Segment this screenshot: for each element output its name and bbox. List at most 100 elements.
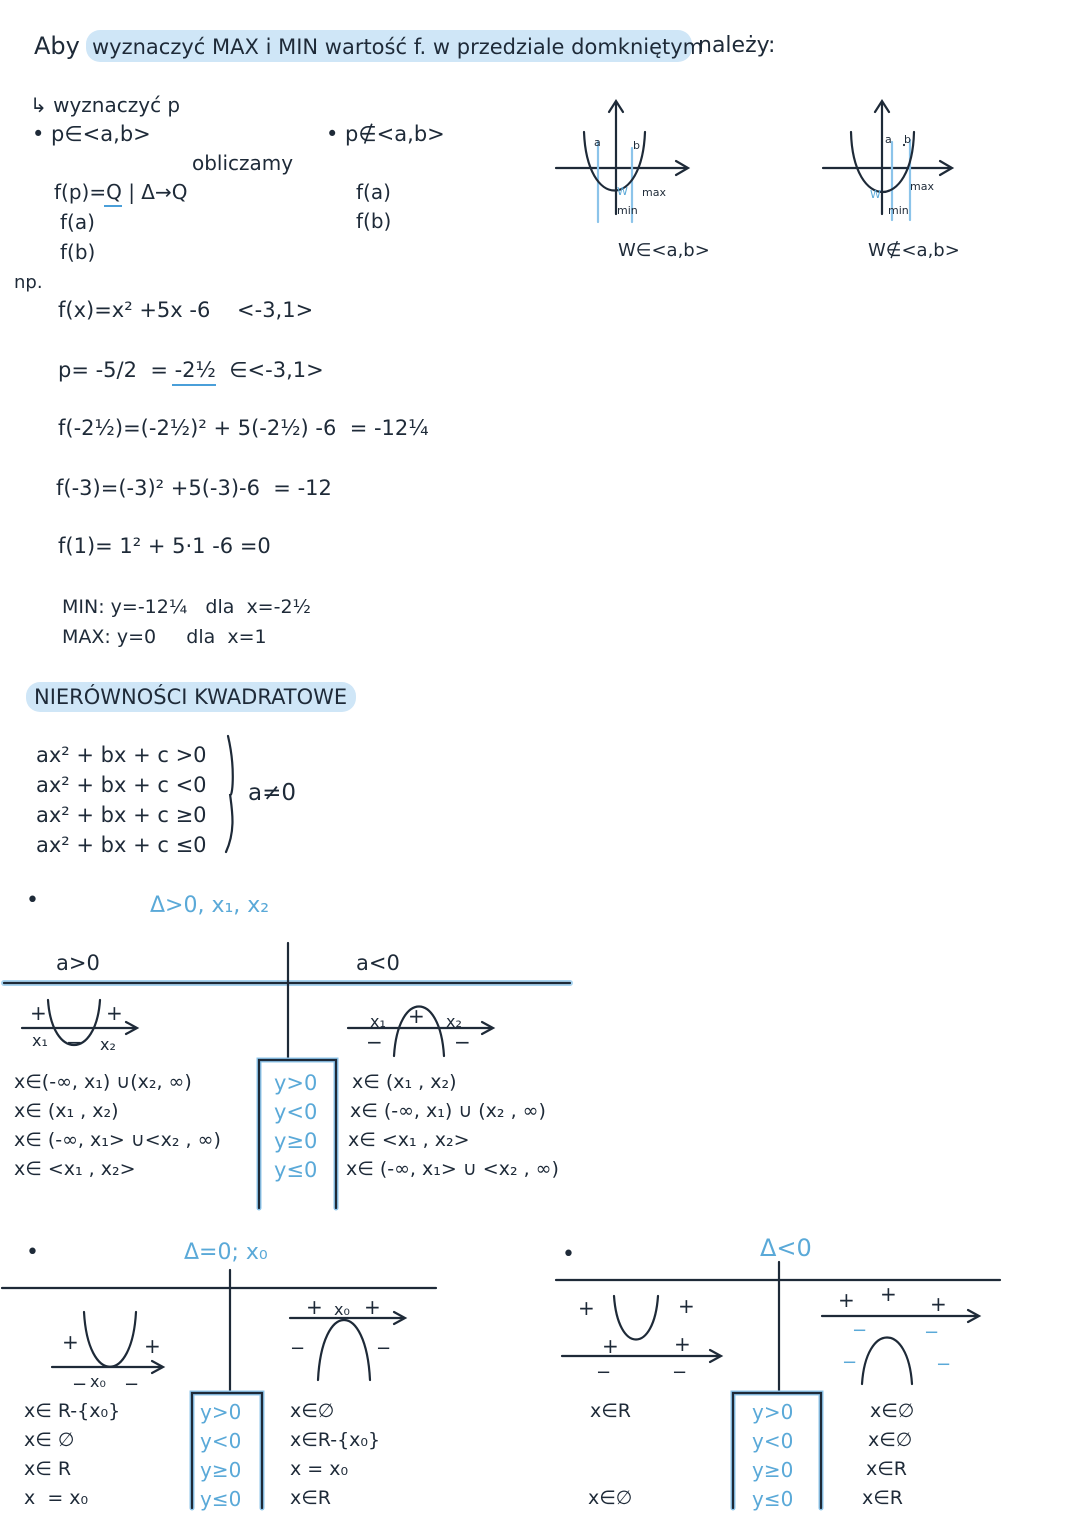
step-label: ↳ wyznaczyć p (30, 93, 181, 117)
g2-min-label: min (888, 204, 909, 217)
c1-g1-plus-right: + (106, 1001, 123, 1025)
ineq-lt: ax² + bx + c <0 (36, 773, 207, 797)
c1-right-0: x∈ (x₁ , x₂) (352, 1071, 457, 1093)
c3-g1-plus-b: + (678, 1294, 695, 1318)
c1-g2-minus-right: − (454, 1030, 471, 1054)
c1-right-2: x∈ <x₁ , x₂> (348, 1129, 470, 1151)
case3-title: Δ<0 (760, 1234, 812, 1262)
c3-g1-plus-d: + (674, 1332, 691, 1356)
title-highlight (86, 30, 692, 62)
g1-max-label: max (642, 186, 666, 199)
c3-g2-minus-a: − (852, 1320, 868, 1341)
g2-a-label: a (885, 133, 892, 146)
case2-title: Δ=0; x₀ (184, 1240, 268, 1265)
c2-g2-plus-left: + (306, 1295, 323, 1319)
f-b-line: f(b) (60, 240, 96, 264)
c2-left-0: x∈ R-{x₀} (24, 1400, 121, 1422)
c3-g1-plus-a: + (578, 1296, 595, 1320)
c3-right-2: x∈R (866, 1458, 907, 1480)
case1-title: Δ>0, x₁, x₂ (150, 893, 270, 918)
c1-mid-1: y<0 (274, 1100, 318, 1124)
q-underline (104, 205, 122, 207)
c1-left-3: x∈ <x₁ , x₂> (14, 1158, 136, 1180)
header-highlighted-phrase: wyznaczyć MAX i MIN wartość f. w przedzi… (92, 35, 704, 59)
c3-g2-minus-c: − (842, 1352, 858, 1373)
c2-left-2: x∈ R (24, 1458, 72, 1480)
example-f-p: f(-2½)=(-2½)² + 5(-2½) -6 = -12¼ (58, 416, 429, 440)
c2-left-1: x∈ ∅ (24, 1429, 75, 1451)
example-label: np. (14, 272, 43, 293)
c2-g2-plus-right: + (364, 1295, 381, 1319)
c2-left-3: x = x₀ (24, 1487, 89, 1509)
g2-max-label: max (910, 180, 934, 193)
c2-mid-0: y>0 (200, 1400, 242, 1424)
example-function: f(x)=x² +5x -6 <-3,1> (58, 298, 314, 322)
c3-g1-minus-a: − (596, 1362, 612, 1383)
case-p-in: • p∈<a,b> (32, 122, 151, 146)
c3-mid-1: y<0 (752, 1429, 794, 1453)
c1-left-0: x∈(-∞, x₁) ∪(x₂, ∞) (14, 1071, 192, 1093)
ineq-condition: a≠0 (248, 780, 296, 806)
c1-mid-3: y≤0 (274, 1158, 318, 1182)
section-title: NIERÓWNOŚCI KWADRATOWE (34, 685, 348, 709)
c1-g1-plus-left: + (30, 1001, 47, 1025)
c2-g2-minus-left: − (290, 1338, 306, 1359)
case-p-out: • p∉<a,b> (326, 122, 445, 146)
c3-g2-plus-a: + (838, 1288, 855, 1312)
c1-g2-plus: + (408, 1004, 425, 1028)
c3-g1-minus-b: − (672, 1362, 688, 1383)
g2-w-label: W (870, 188, 881, 201)
case3-bullet: • (562, 1242, 575, 1267)
g1-w-label: W (617, 185, 628, 198)
c2-g1-x0: x₀ (90, 1372, 106, 1391)
c1-left-2: x∈ (-∞, x₁> ∪<x₂ , ∞) (14, 1129, 221, 1151)
c2-mid-1: y<0 (200, 1429, 242, 1453)
case1-bullet: • (26, 888, 39, 913)
example-f-a: f(-3)=(-3)² +5(-3)-6 = -12 (56, 476, 332, 500)
c1-g2-x2: x₂ (446, 1012, 462, 1031)
c1-g1-minus: − (66, 1030, 83, 1054)
c1-mid-2: y≥0 (274, 1129, 318, 1153)
ineq-le: ax² + bx + c ≤0 (36, 833, 207, 857)
c3-g1-plus-c: + (602, 1334, 619, 1358)
vertex-underline (172, 384, 216, 386)
c3-left-3: x∈∅ (588, 1487, 633, 1509)
c3-right-1: x∈∅ (868, 1429, 913, 1451)
c3-left-0: x∈R (590, 1400, 631, 1422)
c3-mid-0: y>0 (752, 1400, 794, 1424)
example-f-b: f(1)= 1² + 5·1 -6 =0 (58, 534, 271, 558)
example-min: MIN: y=-12¼ dla x=-2½ (62, 596, 311, 618)
c2-mid-2: y≥0 (200, 1458, 242, 1482)
c1-right-3: x∈ (-∞, x₁> ∪ <x₂ , ∞) (346, 1158, 559, 1180)
c3-right-0: x∈∅ (870, 1400, 915, 1422)
obliczamy-label: obliczamy (192, 151, 294, 175)
c2-g1-plus-left: + (62, 1330, 79, 1354)
c2-mid-3: y≤0 (200, 1487, 242, 1511)
c3-mid-2: y≥0 (752, 1458, 794, 1482)
ineq-ge: ax² + bx + c ≥0 (36, 803, 207, 827)
c2-g1-minus-right: − (124, 1374, 140, 1395)
g2-caption: W∉<a,b> (868, 240, 960, 261)
c1-g2-minus-left: − (366, 1030, 383, 1054)
f-p-line: f(p)=Q | Δ→Q (54, 180, 188, 204)
f-a-right: f(a) (356, 180, 391, 204)
c3-g2-plus-c: + (930, 1292, 947, 1316)
c3-right-3: x∈R (862, 1487, 903, 1509)
c3-mid-3: y≤0 (752, 1487, 794, 1511)
g1-a-label: a (594, 136, 601, 149)
c1-left-1: x∈ (x₁ , x₂) (14, 1100, 119, 1122)
g2-b-label: b (904, 133, 911, 146)
c1-g1-x1: x₁ (32, 1031, 48, 1050)
f-a-line: f(a) (60, 210, 95, 234)
c2-right-0: x∈∅ (290, 1400, 335, 1422)
section-highlight (26, 682, 356, 712)
header-word-aby: Aby (34, 32, 80, 60)
c2-g2-x0: x₀ (334, 1300, 350, 1319)
c2-g1-minus-left: − (72, 1374, 88, 1395)
